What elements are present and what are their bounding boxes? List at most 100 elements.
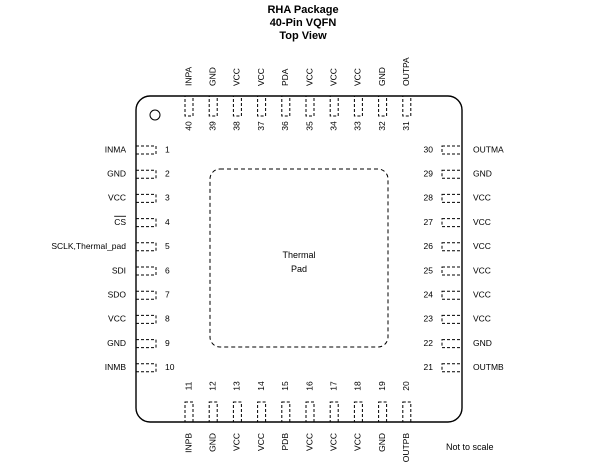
pin-8-lead <box>135 314 157 324</box>
pin-21-lead <box>441 363 463 373</box>
pin-40-name-inpa: INPA <box>183 66 193 86</box>
pin-36-lead <box>281 95 291 117</box>
pin-10-name-inmb: INMB <box>105 362 127 372</box>
pin-14-lead <box>257 401 267 423</box>
pin-7-lead <box>135 290 157 300</box>
pin-29-name-gnd: GND <box>473 168 492 178</box>
pin-24-name-vcc: VCC <box>473 289 491 299</box>
pin-33-name-vcc: VCC <box>353 68 363 86</box>
view-title: Top View <box>279 30 327 42</box>
pin-20-lead <box>402 401 412 423</box>
pin-28-name-vcc: VCC <box>473 193 491 203</box>
pin-31-lead <box>402 95 412 117</box>
pin-24-number: 24 <box>424 289 434 299</box>
pin-33-number: 33 <box>353 121 363 131</box>
pin-15-name-pdb: PDB <box>280 433 290 451</box>
pin-35-name-vcc: VCC <box>304 68 314 86</box>
pin-13-name-vcc: VCC <box>232 433 242 451</box>
pin-19-lead <box>378 401 388 423</box>
pin-16-lead <box>305 401 315 423</box>
pin-count-title: 40-Pin VQFN <box>269 17 337 29</box>
pin-16-name-vcc: VCC <box>304 433 314 451</box>
pin-12-lead <box>208 401 218 423</box>
pin-39-lead <box>208 95 218 117</box>
pin-38-number: 38 <box>232 121 242 131</box>
pin-38-lead <box>232 95 242 117</box>
pin-5-number: 5 <box>165 241 170 251</box>
pin-36-number: 36 <box>280 121 290 131</box>
pin-39-number: 39 <box>207 121 217 131</box>
pin-33-lead <box>353 95 363 117</box>
pin-17-lead <box>329 401 339 423</box>
pin-3-number: 3 <box>165 193 170 203</box>
pin-27-lead <box>441 218 463 228</box>
pin-40-lead <box>184 95 194 117</box>
pin-30-number: 30 <box>424 144 434 154</box>
pin-4-lead <box>135 218 157 228</box>
thermal-pad-label: Thermal <box>282 250 315 260</box>
pin-14-number: 14 <box>256 381 266 391</box>
pin-14-name-vcc: VCC <box>256 433 266 451</box>
pin-23-name-vcc: VCC <box>473 314 491 324</box>
pin-17-number: 17 <box>328 381 338 391</box>
pin-17-name-vcc: VCC <box>328 433 338 451</box>
pin-27-number: 27 <box>424 217 434 227</box>
thermal-pad-outline <box>209 168 389 348</box>
pin-18-name-vcc: VCC <box>353 433 363 451</box>
pin-25-number: 25 <box>424 265 434 275</box>
pin-32-lead <box>378 95 388 117</box>
pin-30-lead <box>441 145 463 155</box>
pin-1-number: 1 <box>165 144 170 154</box>
pin-31-name-outpa: OUTPA <box>401 57 411 86</box>
pin-30-name-outma: OUTMA <box>473 144 504 154</box>
pin-9-name-gnd: GND <box>107 338 126 348</box>
pin-28-lead <box>441 193 463 203</box>
pin-18-number: 18 <box>353 381 363 391</box>
pin-37-lead <box>257 95 267 117</box>
pin-23-lead <box>441 314 463 324</box>
pin-35-number: 35 <box>304 121 314 131</box>
pin-2-lead <box>135 169 157 179</box>
pins-layer: 1INMA2GND3VCC4CS5SCLK,Thermal_pad6SDI7SD… <box>51 57 504 462</box>
pin-15-number: 15 <box>280 381 290 391</box>
pin-36-name-pda: PDA <box>280 68 290 86</box>
pin-1-lead <box>135 145 157 155</box>
pin-18-lead <box>353 401 363 423</box>
pin-23-number: 23 <box>424 314 434 324</box>
pin-20-number: 20 <box>401 381 411 391</box>
pin1-marker <box>149 109 161 121</box>
pin-8-number: 8 <box>165 314 170 324</box>
pin-19-name-gnd: GND <box>377 433 387 452</box>
pin-3-lead <box>135 193 157 203</box>
pin-5-lead <box>135 242 157 252</box>
pin-6-name-sdi: SDI <box>112 265 126 275</box>
pin-9-lead <box>135 339 157 349</box>
pin-34-lead <box>329 95 339 117</box>
pin-29-lead <box>441 169 463 179</box>
pin-35-lead <box>305 95 315 117</box>
pin-6-lead <box>135 266 157 276</box>
pin-21-name-outmb: OUTMB <box>473 362 504 372</box>
pin-13-number: 13 <box>232 381 242 391</box>
pin-32-name-gnd: GND <box>377 67 387 86</box>
pin-22-number: 22 <box>424 338 434 348</box>
package-body <box>135 95 463 423</box>
thermal-pad-label-2: Pad <box>291 264 307 274</box>
scale-note: Not to scale <box>446 442 494 452</box>
pin-34-number: 34 <box>328 121 338 131</box>
pin-24-lead <box>441 290 463 300</box>
pin-4-number: 4 <box>165 217 170 227</box>
pin-34-name-vcc: VCC <box>328 68 338 86</box>
pin-8-name-vcc: VCC <box>108 314 126 324</box>
pin-10-number: 10 <box>165 362 175 372</box>
pin-20-name-outpb: OUTPB <box>401 433 411 463</box>
pin-26-lead <box>441 242 463 252</box>
pin-22-lead <box>441 339 463 349</box>
pin-15-lead <box>281 401 291 423</box>
pin-21-number: 21 <box>424 362 434 372</box>
pin-37-name-vcc: VCC <box>256 68 266 86</box>
pin-6-number: 6 <box>165 265 170 275</box>
pin-11-number: 11 <box>183 381 193 390</box>
pin-13-lead <box>232 401 242 423</box>
